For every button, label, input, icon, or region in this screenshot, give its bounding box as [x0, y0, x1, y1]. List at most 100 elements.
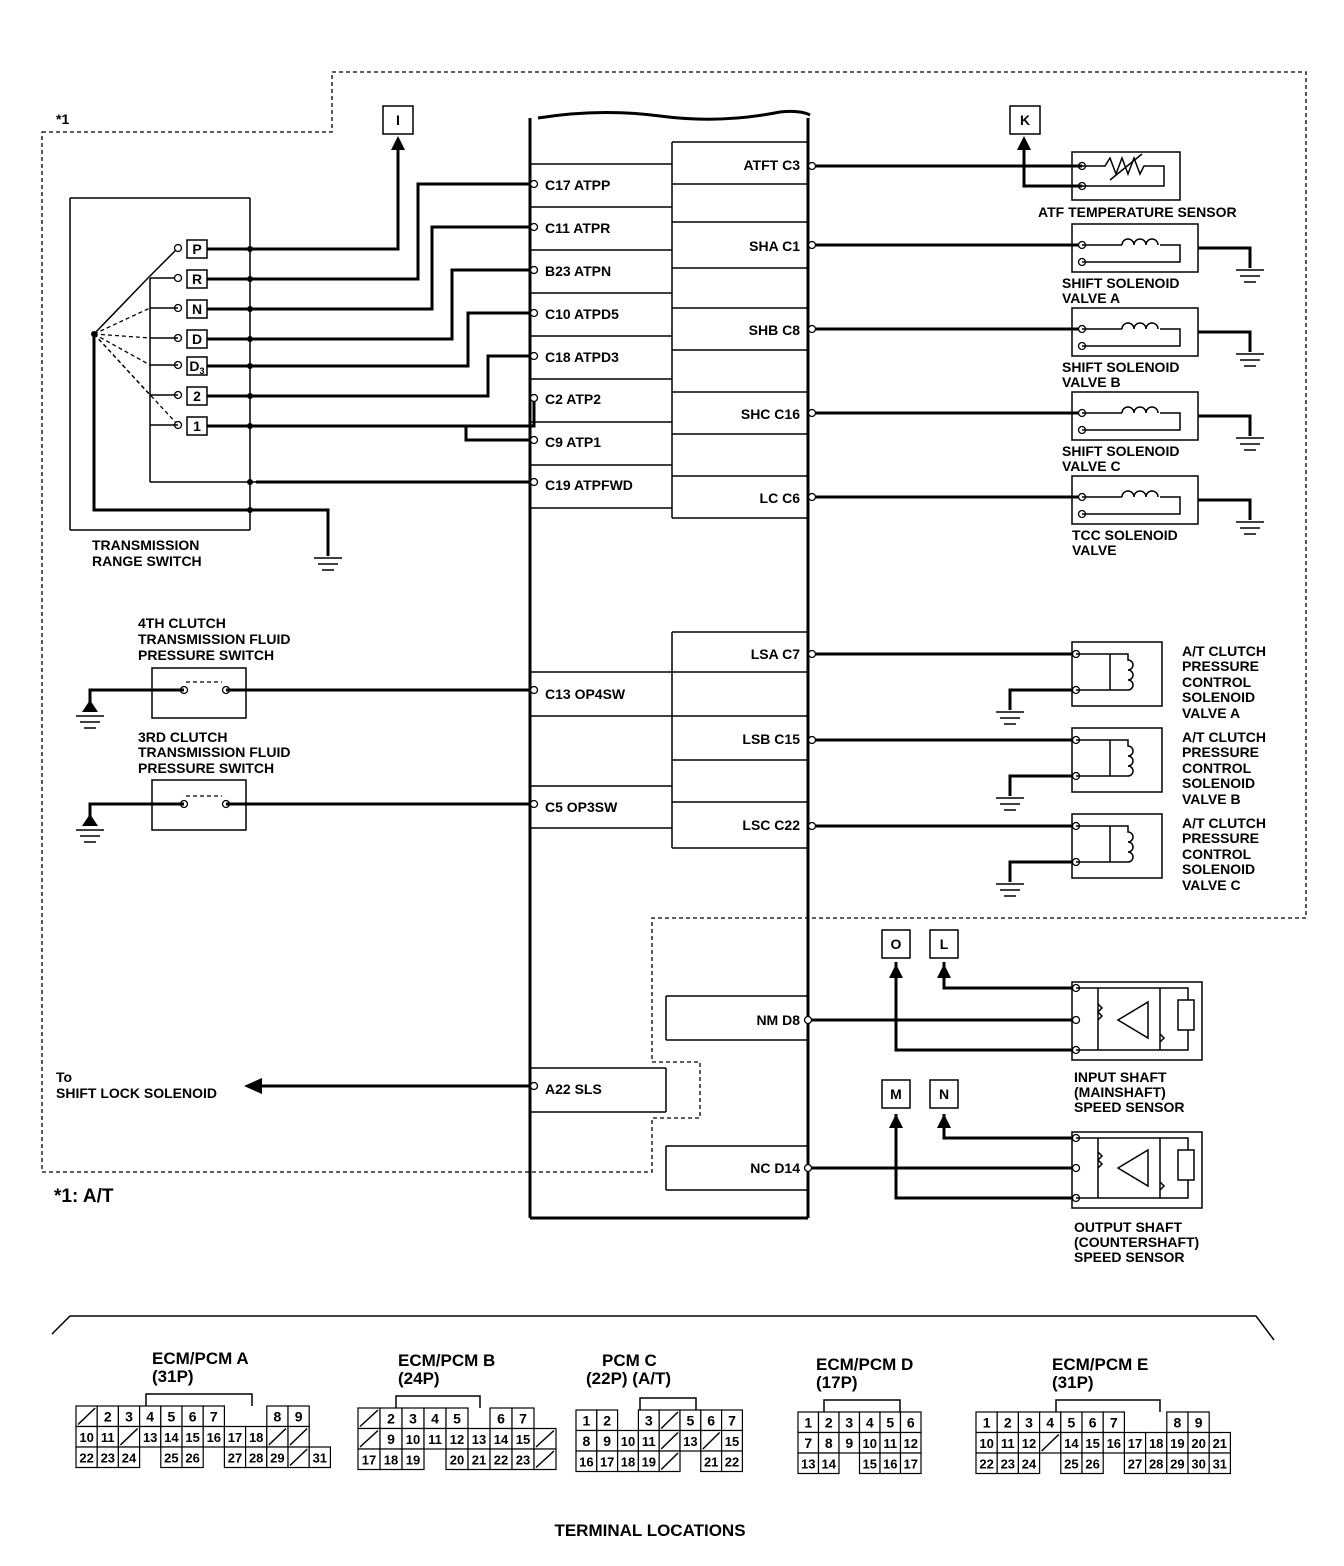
- pin-number: 3: [645, 1413, 653, 1429]
- pin-cell: [117, 1446, 141, 1469]
- range-position: N: [192, 301, 202, 317]
- connector-hood: [639, 1397, 697, 1410]
- svg-text:SOLENOID: SOLENOID: [1182, 861, 1255, 877]
- pin-number: 2: [603, 1413, 611, 1429]
- connector-o: [881, 929, 911, 959]
- svg-text:TRANSMISSION FLUID: TRANSMISSION FLUID: [138, 744, 290, 760]
- empty-pin-slash: [535, 1450, 555, 1469]
- shift-solenoid-a: SHIFT SOLENOID VALVE A: [812, 223, 1264, 306]
- input-shaft-speed-sensor: INPUT SHAFT (MAINSHAFT) SPEED SENSOR: [808, 962, 1203, 1115]
- pin-number: 1: [804, 1415, 812, 1431]
- pin-number: 17: [904, 1457, 918, 1472]
- pin-number: 20: [1191, 1436, 1205, 1451]
- pin-number: 6: [707, 1413, 715, 1429]
- atf-temperature-sensor: ATF TEMPERATURE SENSOR: [812, 136, 1237, 220]
- pin-number: 16: [579, 1455, 593, 1470]
- pin-number: 13: [143, 1430, 157, 1445]
- pin-number: 22: [725, 1455, 739, 1470]
- pin-number: 10: [979, 1436, 993, 1451]
- pin-number: 30: [1191, 1457, 1205, 1472]
- svg-text:4TH CLUTCH: 4TH CLUTCH: [138, 615, 226, 631]
- terminal-locations-frame: [51, 1315, 1275, 1341]
- pin-number: 24: [122, 1451, 137, 1466]
- svg-text:SHIFT SOLENOID: SHIFT SOLENOID: [1062, 443, 1179, 459]
- svg-text:VALVE B: VALVE B: [1182, 791, 1241, 807]
- terminal-label: ATFT C3: [743, 157, 800, 173]
- pin-number: 22: [979, 1457, 993, 1472]
- pin-number: 8: [825, 1435, 833, 1451]
- range-switch-wires: [207, 136, 539, 571]
- svg-text:SPEED SENSOR: SPEED SENSOR: [1074, 1249, 1184, 1265]
- svg-text:PRESSURE SWITCH: PRESSURE SWITCH: [138, 760, 274, 776]
- third-clutch-switch: 3RD CLUTCH TRANSMISSION FLUID PRESSURE S…: [76, 729, 539, 843]
- pin-number: 17: [1128, 1436, 1142, 1451]
- pin-number: 2: [825, 1415, 833, 1431]
- pin-number: 9: [387, 1431, 395, 1447]
- pin-number: 2: [1004, 1415, 1012, 1431]
- pin-number: 5: [453, 1411, 461, 1427]
- pin-number: 31: [1213, 1457, 1227, 1472]
- pin-number: 3: [1025, 1415, 1033, 1431]
- pin-number: 14: [494, 1432, 509, 1447]
- pin-number: 17: [362, 1453, 376, 1468]
- pin-number: 23: [516, 1453, 530, 1468]
- pin-cell: [401, 1448, 425, 1471]
- connector-hood: [1055, 1399, 1161, 1412]
- svg-text:(MAINSHAFT): (MAINSHAFT): [1074, 1084, 1166, 1100]
- pin-number: 21: [704, 1455, 718, 1470]
- pin-number: 7: [519, 1411, 527, 1427]
- pin-number: 8: [274, 1409, 282, 1425]
- connector-pins: (31P): [1052, 1373, 1094, 1392]
- pin-number: 15: [185, 1430, 199, 1445]
- connector-hood: [395, 1395, 481, 1408]
- connector-name: ECM/PCM A: [152, 1349, 249, 1368]
- terminal-label: NC D14: [750, 1160, 800, 1176]
- connector-m: [881, 1079, 911, 1109]
- connector-i: [382, 105, 414, 135]
- connector-name: ECM/PCM B: [398, 1351, 495, 1370]
- pin-number: 25: [164, 1451, 178, 1466]
- at-clutch-solenoid-b: A/T CLUTCH PRESSURE CONTROL SOLENOID VAL…: [812, 727, 1266, 811]
- pcm-left-labels: C17 ATPP C11 ATPR B23 ATPN C10 ATPD5 C18…: [545, 177, 633, 1097]
- range-switch-label: TRANSMISSION: [92, 537, 199, 553]
- empty-pin-slash: [289, 1427, 308, 1446]
- svg-text:ATF TEMPERATURE SENSOR: ATF TEMPERATURE SENSOR: [1038, 204, 1237, 220]
- svg-text:VALVE C: VALVE C: [1182, 877, 1241, 893]
- pin-number: 18: [249, 1430, 263, 1445]
- terminal-label: LC C6: [760, 490, 801, 506]
- empty-pin-slash: [660, 1431, 679, 1450]
- pin-number: 13: [472, 1432, 486, 1447]
- svg-text:(COUNTERSHAFT): (COUNTERSHAFT): [1074, 1234, 1199, 1250]
- svg-text:SOLENOID: SOLENOID: [1182, 775, 1255, 791]
- pin-number: 6: [1089, 1415, 1097, 1431]
- terminal-label: C11 ATPR: [545, 220, 610, 236]
- empty-pin-slash: [1041, 1433, 1060, 1452]
- range-position: 2: [193, 388, 201, 404]
- svg-text:CONTROL: CONTROL: [1182, 674, 1252, 690]
- pin-number: 23: [1001, 1457, 1015, 1472]
- pin-cell: [181, 1446, 204, 1469]
- pin-number: 18: [1149, 1436, 1163, 1451]
- pin-number: 4: [146, 1409, 154, 1425]
- pin-number: 16: [207, 1430, 221, 1445]
- pin-number: 7: [210, 1409, 218, 1425]
- terminal-label: C18 ATPD3: [545, 349, 619, 365]
- pin-cell: [1081, 1452, 1104, 1475]
- range-position: 1: [193, 418, 201, 434]
- svg-text:A/T CLUTCH: A/T CLUTCH: [1182, 643, 1266, 659]
- svg-text:VALVE B: VALVE B: [1062, 374, 1121, 390]
- pin-number: 14: [164, 1430, 179, 1445]
- terminal-label: SHA C1: [749, 238, 800, 254]
- svg-text:VALVE C: VALVE C: [1062, 458, 1121, 474]
- svg-text:VALVE: VALVE: [1072, 542, 1117, 558]
- connector-header: ECM/PCM A (31P) ECM/PCM B (24P) PCM C (2…: [152, 1349, 1148, 1392]
- svg-text:TCC SOLENOID: TCC SOLENOID: [1072, 527, 1178, 543]
- pin-number: 20: [450, 1453, 464, 1468]
- pin-number: 12: [1022, 1436, 1036, 1451]
- svg-text:PRESSURE SWITCH: PRESSURE SWITCH: [138, 647, 274, 663]
- pin-number: 10: [863, 1436, 877, 1451]
- pin-number: 16: [1107, 1436, 1121, 1451]
- pin-number: 4: [431, 1411, 439, 1427]
- pin-number: 10: [621, 1434, 635, 1449]
- terminal-label: C2 ATP2: [545, 391, 601, 407]
